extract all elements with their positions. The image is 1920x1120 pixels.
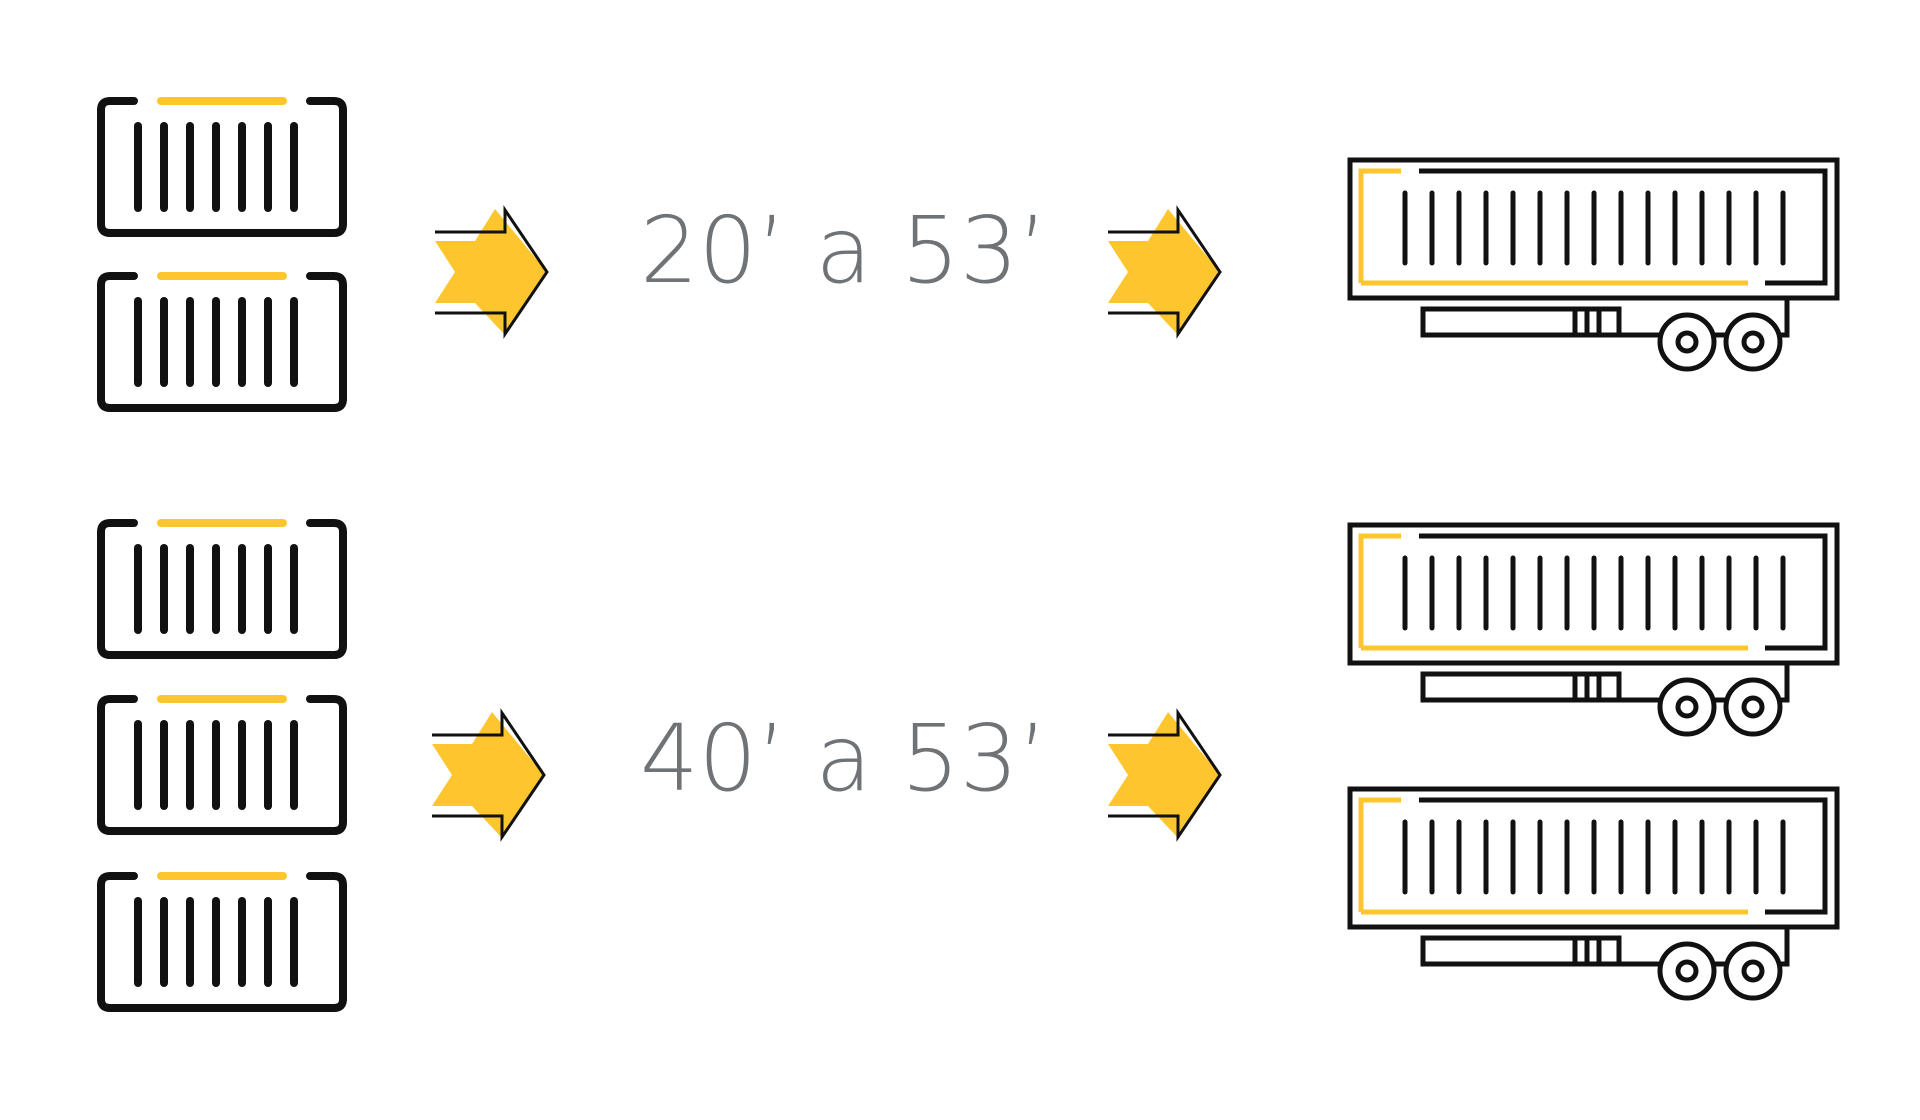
arrow-right-icon: [1106, 710, 1222, 840]
trailer-icon-2: [1350, 789, 1837, 998]
arrow-right-icon: [433, 207, 549, 337]
row-40-to-53: 40’ a 53’: [101, 523, 1837, 1008]
conversion-label: 40’ a 53’: [640, 705, 1048, 812]
row-20-to-53: 20’ a 53’: [101, 101, 1837, 408]
conversion-label: 20’ a 53’: [640, 197, 1048, 304]
container-icon-1: [101, 101, 343, 233]
container-icon-2: [101, 699, 343, 831]
trailer-icon-1: [1350, 160, 1837, 369]
container-icon-3: [101, 876, 343, 1008]
container-icon-1: [101, 523, 343, 655]
trailer-icon-1: [1350, 525, 1837, 734]
arrow-right-icon: [430, 710, 546, 840]
arrow-right-icon: [1106, 207, 1222, 337]
container-icon-2: [101, 276, 343, 408]
